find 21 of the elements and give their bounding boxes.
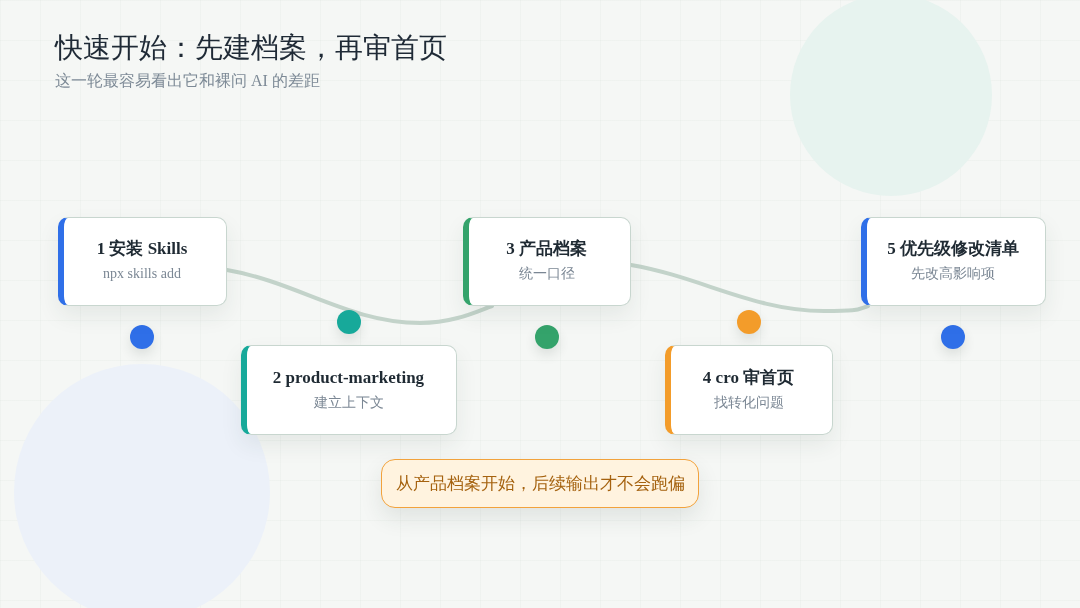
- step-title: 3 产品档案: [506, 238, 587, 260]
- step-description: npx skills add: [103, 265, 181, 283]
- step-card: [241, 345, 457, 435]
- step-title: 5 优先级修改清单: [887, 238, 1019, 260]
- slide-subtitle: 这一轮最容易看出它和裸问 AI 的差距: [55, 71, 320, 91]
- step-card: [665, 345, 833, 435]
- step-description: 建立上下文: [313, 393, 384, 412]
- connector-line: [629, 263, 870, 313]
- connector-line: [225, 268, 494, 325]
- step-description: 统一口径: [518, 265, 575, 283]
- note-text: 从产品档案开始，后续输出才不会跑偏: [395, 472, 685, 495]
- step-title: 4 cro 审首页: [702, 366, 795, 389]
- step-card: [463, 217, 631, 306]
- step-title: 2 product-marketing: [272, 366, 425, 389]
- step-title: 1 安装 Skills: [96, 238, 188, 260]
- step-card: [58, 217, 227, 306]
- step-description: 先改高影响项: [911, 265, 995, 283]
- note-callout: [381, 459, 699, 508]
- step-card: [861, 217, 1046, 306]
- slide-title: 快速开始：先建档案，再审首页: [55, 31, 447, 65]
- step-description: 找转化问题: [713, 393, 784, 412]
